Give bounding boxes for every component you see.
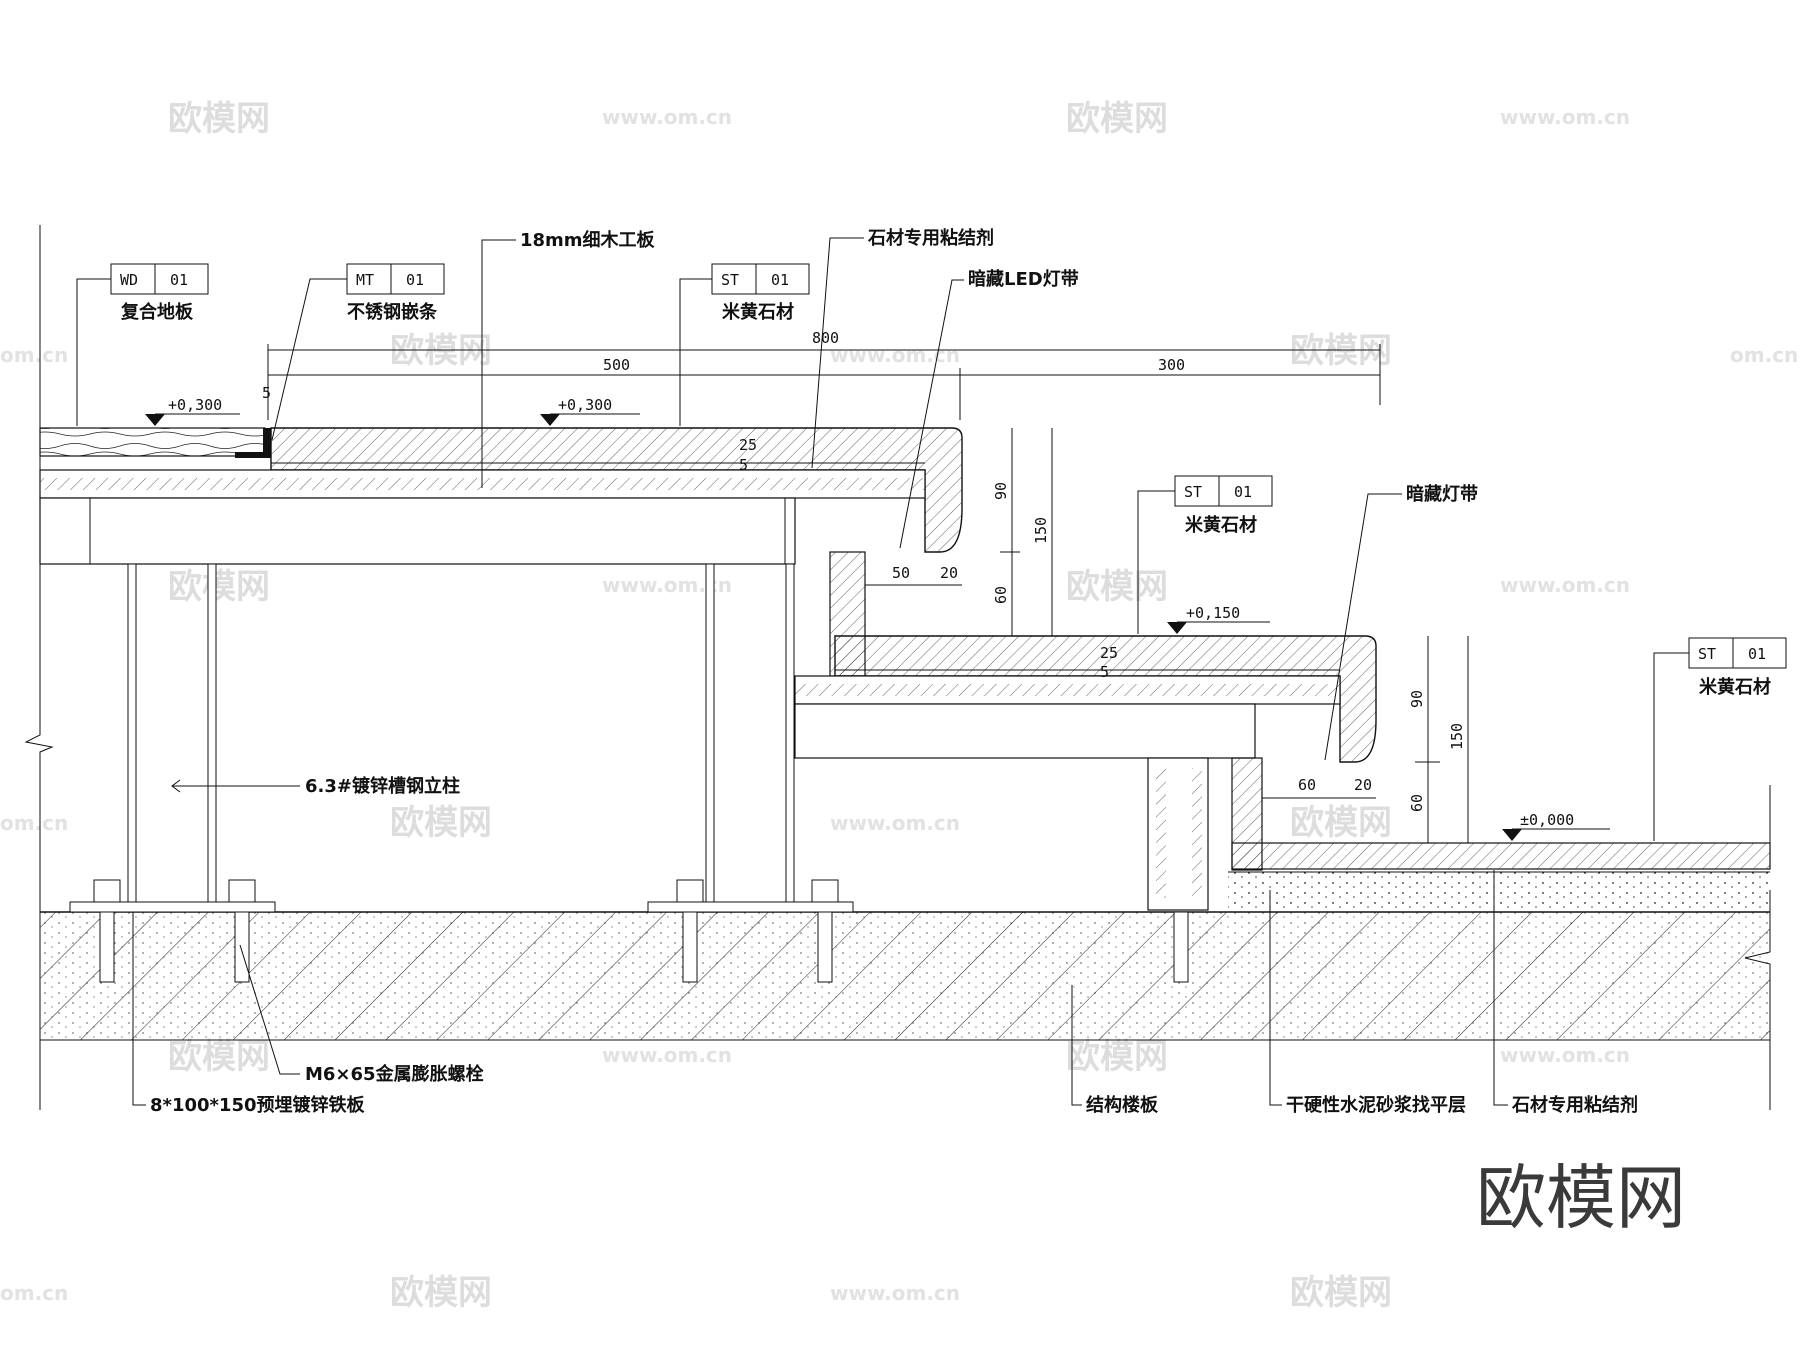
svg-text:60: 60	[1408, 794, 1426, 812]
svg-text:500: 500	[603, 356, 630, 374]
svg-text:+0,300: +0,300	[168, 396, 222, 414]
level-wood: +0,300	[145, 396, 240, 426]
brand-watermark: 欧模网	[1476, 1157, 1686, 1239]
svg-text:MT: MT	[356, 271, 374, 289]
svg-text:18mm细木工板: 18mm细木工板	[520, 229, 656, 251]
svg-text:米黄石材: 米黄石材	[722, 301, 794, 323]
watermark-layer: 欧模网 www.om.cn 欧模网 www.om.cn om.cn 欧模网 ww…	[0, 99, 1798, 1313]
svg-text:om.cn: om.cn	[1730, 343, 1798, 367]
svg-text:米黄石材: 米黄石材	[1185, 514, 1257, 536]
tag-mt: MT 01 不锈钢嵌条	[271, 263, 445, 441]
bolt-2	[228, 879, 256, 983]
svg-text:www.om.cn: www.om.cn	[1500, 105, 1630, 129]
svg-text:01: 01	[1748, 645, 1766, 663]
svg-text:ST: ST	[721, 271, 739, 289]
svg-text:6.3#镀锌槽钢立柱: 6.3#镀锌槽钢立柱	[305, 775, 460, 797]
svg-text:ST: ST	[1184, 483, 1202, 501]
text-leaders: 18mm细木工板 石材专用粘结剂 暗藏LED灯带 暗藏灯带 6.3#镀锌槽钢立柱…	[132, 227, 1638, 1116]
structural-slab	[40, 890, 1771, 1110]
svg-text:不锈钢嵌条: 不锈钢嵌条	[347, 301, 438, 323]
level-floor: ±0,000	[1502, 811, 1610, 841]
tag-st-floor: ST 01 米黄石材	[1653, 637, 1787, 841]
svg-text:90: 90	[992, 482, 1010, 500]
tag-wd: WD 01 复合地板	[76, 263, 209, 426]
svg-text:复合地板: 复合地板	[120, 301, 194, 323]
svg-text:20: 20	[940, 564, 958, 582]
svg-text:暗藏LED灯带: 暗藏LED灯带	[968, 268, 1079, 290]
svg-text:om.cn: om.cn	[0, 343, 68, 367]
svg-text:150: 150	[1032, 517, 1050, 544]
bolt-4	[811, 879, 839, 983]
svg-text:50: 50	[892, 564, 910, 582]
level-stone-top: +0,300	[540, 396, 640, 426]
svg-text:60: 60	[992, 586, 1010, 604]
svg-text:8*100*150预埋镀锌铁板: 8*100*150预埋镀锌铁板	[150, 1094, 365, 1116]
middle-step	[794, 551, 1377, 911]
svg-text:欧模网: 欧模网	[1066, 1037, 1168, 1077]
svg-text:01: 01	[1234, 483, 1252, 501]
svg-text:米黄石材: 米黄石材	[1699, 676, 1771, 698]
anchor-bolts	[93, 879, 1195, 983]
svg-text:欧模网: 欧模网	[390, 803, 492, 843]
svg-text:欧模网: 欧模网	[1290, 331, 1392, 371]
svg-text:欧模网: 欧模网	[390, 331, 492, 371]
svg-text:150: 150	[1448, 723, 1466, 750]
tag-st-top: ST 01 米黄石材	[679, 263, 810, 426]
svg-text:01: 01	[406, 271, 424, 289]
svg-text:±0,000: ±0,000	[1520, 811, 1574, 829]
bolt-3	[676, 879, 704, 983]
svg-text:om.cn: om.cn	[0, 811, 68, 835]
svg-text:欧模网: 欧模网	[168, 567, 270, 607]
svg-text:5: 5	[262, 384, 271, 402]
svg-text:www.om.cn: www.om.cn	[830, 1281, 960, 1305]
svg-text:300: 300	[1158, 356, 1185, 374]
svg-text:01: 01	[170, 271, 188, 289]
svg-text:25: 25	[1100, 644, 1118, 662]
svg-text:欧模网: 欧模网	[1290, 1273, 1392, 1313]
svg-text:www.om.cn: www.om.cn	[602, 105, 732, 129]
svg-text:暗藏灯带: 暗藏灯带	[1406, 483, 1478, 505]
svg-text:www.om.cn: www.om.cn	[1500, 573, 1630, 597]
svg-text:石材专用粘结剂: 石材专用粘结剂	[1511, 1094, 1638, 1116]
svg-text:欧模网: 欧模网	[1290, 803, 1392, 843]
svg-text:90: 90	[1408, 690, 1426, 708]
svg-text:M6×65金属膨胀螺栓: M6×65金属膨胀螺栓	[305, 1063, 484, 1085]
svg-text:欧模网: 欧模网	[168, 1037, 270, 1077]
svg-text:ST: ST	[1698, 645, 1716, 663]
svg-text:欧模网: 欧模网	[1066, 99, 1168, 139]
svg-text:www.om.cn: www.om.cn	[830, 343, 960, 367]
lower-floor	[1228, 785, 1771, 912]
svg-text:25: 25	[739, 436, 757, 454]
svg-text:www.om.cn: www.om.cn	[1500, 1043, 1630, 1067]
svg-text:5: 5	[1100, 663, 1109, 681]
svg-text:www.om.cn: www.om.cn	[830, 811, 960, 835]
level-marks: +0,300 +0,300 +0,150 ±0,000	[145, 396, 1610, 841]
tag-st-mid: ST 01 米黄石材	[1137, 475, 1273, 634]
svg-text:+0,300: +0,300	[558, 396, 612, 414]
svg-text:欧模网: 欧模网	[390, 1273, 492, 1313]
channel-posts	[69, 563, 854, 913]
bolt-1	[93, 879, 121, 983]
svg-text:www.om.cn: www.om.cn	[602, 1043, 732, 1067]
dimension-lines: 800 500 300 5 25 5 90 60 150 50 20 25 5 …	[262, 329, 1469, 843]
svg-text:om.cn: om.cn	[0, 1281, 68, 1305]
level-mid: +0,150	[1167, 604, 1270, 634]
svg-text:干硬性水泥砂浆找平层: 干硬性水泥砂浆找平层	[1286, 1094, 1466, 1116]
svg-text:欧模网: 欧模网	[1066, 567, 1168, 607]
svg-text:结构楼板: 结构楼板	[1086, 1094, 1159, 1116]
svg-text:5: 5	[739, 456, 748, 474]
svg-text:01: 01	[771, 271, 789, 289]
svg-text:石材专用粘结剂: 石材专用粘结剂	[867, 227, 994, 249]
svg-text:20: 20	[1354, 776, 1372, 794]
svg-text:欧模网: 欧模网	[168, 99, 270, 139]
upper-platform	[39, 427, 963, 565]
svg-text:800: 800	[812, 329, 839, 347]
svg-text:60: 60	[1298, 776, 1316, 794]
annotation-tags: WD 01 复合地板 MT 01 不锈钢嵌条 ST 01 米黄石材 ST 01 …	[76, 263, 1787, 841]
left-wall	[24, 225, 54, 1110]
svg-text:WD: WD	[120, 271, 138, 289]
svg-text:+0,150: +0,150	[1186, 604, 1240, 622]
